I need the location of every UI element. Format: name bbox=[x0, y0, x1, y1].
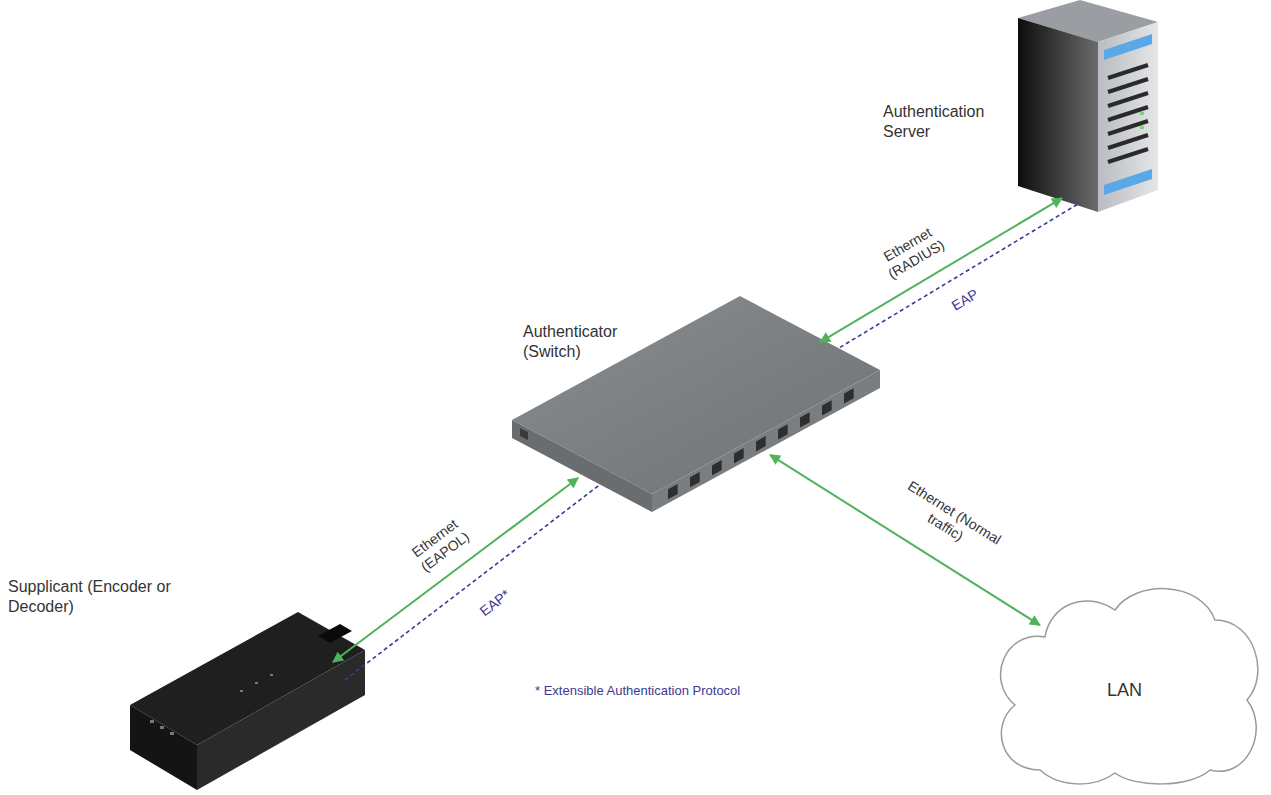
ethernet-connector bbox=[333, 478, 578, 662]
eap-connector bbox=[840, 204, 1078, 347]
server-node: Authentication Server bbox=[1010, 2, 1160, 214]
connector-label: EAP* bbox=[470, 581, 520, 625]
switch-node: Authenticator (Switch) bbox=[510, 295, 880, 515]
cloud-node: LAN bbox=[985, 575, 1265, 790]
node-label: LAN bbox=[1107, 679, 1142, 702]
footnote: * Extensible Authentication Protocol bbox=[535, 683, 740, 698]
device-illustration bbox=[130, 612, 365, 790]
ethernet-connector bbox=[770, 455, 1040, 625]
connector-label: Ethernet (EAPOL) bbox=[401, 510, 479, 580]
server-illustration bbox=[1018, 0, 1158, 212]
cloud-illustration bbox=[1001, 589, 1258, 784]
connector-label: Ethernet (RADIUS) bbox=[871, 218, 954, 285]
eap-connector bbox=[345, 486, 598, 680]
connector-label: Ethernet (Normal traffic) bbox=[894, 476, 1007, 564]
switch-illustration bbox=[512, 296, 880, 512]
node-label: Authenticator (Switch) bbox=[523, 322, 635, 362]
connector-label: EAP bbox=[944, 283, 987, 318]
node-label: Supplicant (Encoder or Decoder) bbox=[8, 577, 176, 617]
device-node: Supplicant (Encoder or Decoder) bbox=[130, 610, 365, 790]
ethernet-connector bbox=[820, 198, 1062, 342]
node-label: Authentication Server bbox=[883, 102, 1003, 142]
